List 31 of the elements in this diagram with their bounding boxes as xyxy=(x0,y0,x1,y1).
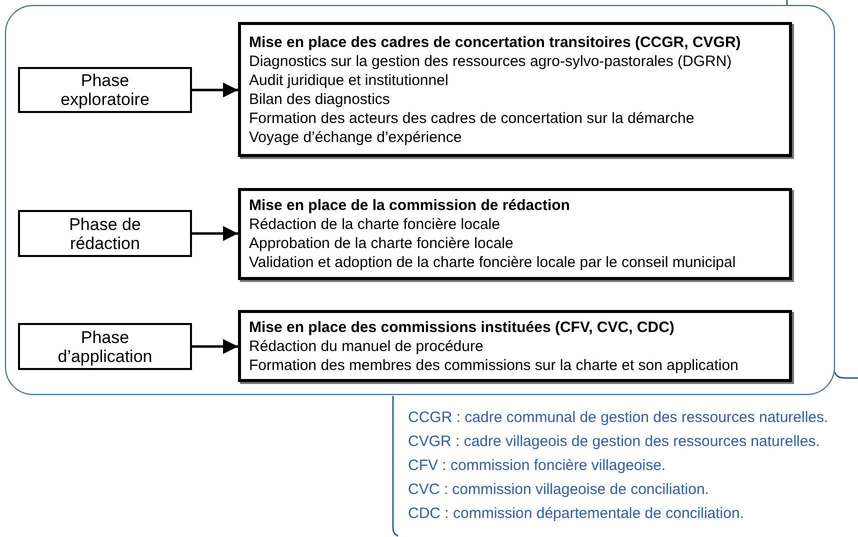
abbreviation-note: CVGR : cadre villageois de gestion des ressources naturelles. xyxy=(408,432,821,451)
phase-box xyxy=(18,210,192,257)
phase-box xyxy=(18,67,192,113)
activity-box xyxy=(238,188,792,280)
rounded-frame xyxy=(5,5,835,395)
activity-item: Validation et adoption de la charte foncière locale par le conseil municipal xyxy=(249,253,737,272)
arrow xyxy=(192,339,238,354)
activity-heading: Mise en place des cadres de concertation transitoires (CCGR, CVGR) xyxy=(249,32,742,52)
arrow xyxy=(192,226,238,241)
activity-box xyxy=(238,22,792,157)
activity-item: Bilan des diagnostics xyxy=(249,90,391,108)
activity-item: Rédaction de la charte foncière locale xyxy=(249,215,501,234)
abbreviation-note: CFV : commission foncière villageoise. xyxy=(408,456,667,475)
activity-heading: Mise en place des commissions instituées (CFV, CVC, CDC) xyxy=(249,318,676,336)
activity-item: Formation des acteurs des cadres de concertation sur la démarche xyxy=(249,108,696,128)
activity-box xyxy=(238,310,792,382)
phase-box xyxy=(18,323,192,370)
activity-item: Diagnostics sur la gestion des ressources agro-sylvo-pastorales (DGRN) xyxy=(249,52,733,70)
abbreviation-note: CVC : commission villageoise de conciliation. xyxy=(408,480,710,499)
abbreviation-note: CDC : commission départementale de conciliation. xyxy=(408,504,745,523)
activity-item: Rédaction du manuel de procédure xyxy=(249,336,484,356)
activity-item: Approbation de la charte foncière locale xyxy=(249,234,514,253)
arrow xyxy=(192,82,238,98)
phase-label: Phase exploratoire xyxy=(60,71,150,109)
activity-item: Formation des membres des commissions sur la charte et son application xyxy=(249,356,740,374)
activity-item: Voyage d’échange d’expérience xyxy=(249,128,463,146)
abbreviation-note: CCGR : cadre communal de gestion des ressources naturelles. xyxy=(408,408,828,427)
activity-heading: Mise en place de la commission de rédaction xyxy=(249,196,571,215)
phase-label: Phase de rédaction xyxy=(68,214,142,252)
phase-label: Phase d’application xyxy=(56,328,154,366)
activity-item: Audit juridique et institutionnel xyxy=(249,70,450,90)
